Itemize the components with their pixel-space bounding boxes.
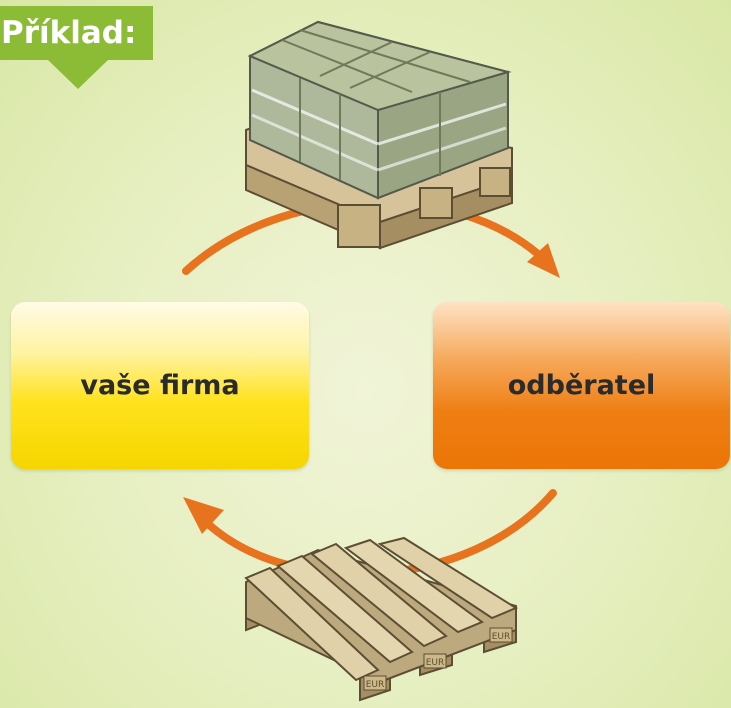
top-arrowhead-icon [527, 243, 560, 278]
bottom-arrowhead-icon [183, 497, 224, 534]
pallet-eur-mark-2: EUR [426, 658, 445, 668]
example-tag: Příklad: [0, 6, 153, 60]
pallet-eur-mark-1: EUR [366, 680, 385, 690]
example-tag-label: Příklad: [1, 15, 137, 51]
node-your-company-label: vaše firma [80, 370, 240, 401]
node-customer: odběratel [433, 302, 730, 469]
node-your-company: vaše firma [11, 302, 309, 469]
example-tag-pointer [47, 59, 109, 89]
node-customer-label: odběratel [507, 370, 656, 401]
pallet-eur-mark-3: EUR [492, 632, 511, 642]
